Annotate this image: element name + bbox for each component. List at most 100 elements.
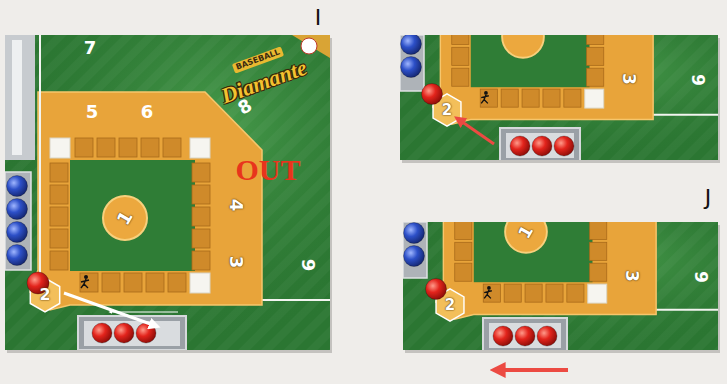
ball [537,326,557,346]
ball [401,57,422,78]
runner-icon [81,275,89,288]
base-path-tile [522,89,539,107]
ball [7,222,28,243]
side-rail-slot [12,40,22,155]
move-arrow [458,119,494,144]
infield [433,35,653,124]
runner-head [484,91,488,95]
zone-number: 5 [86,103,99,121]
board [433,35,718,126]
base-path-tile [192,185,210,204]
side-rail [5,35,35,160]
base-path-tile [124,273,142,292]
board-panel [403,222,718,350]
home-number: 2 [442,103,452,118]
base-path-tile [587,68,604,86]
zone-number: 1 [516,223,537,242]
base-path-tile [192,251,210,270]
zone-number: 3 [623,270,640,282]
field-ground [5,35,330,350]
base-path-tile [455,263,472,281]
base-path-tile [192,229,210,248]
field-line [652,222,718,310]
ball [7,245,28,266]
tray-arrow [110,312,178,313]
base-path-tile [50,229,68,248]
ball [426,279,447,300]
move-arrow [64,293,156,326]
base-path-tile [587,35,604,44]
runner-head [487,286,491,290]
base-square [50,138,70,158]
zone-number: 9 [692,271,709,283]
tray-frame [500,128,580,160]
base-path-tile [483,284,500,302]
corner-band [292,35,330,58]
base-path-tile [590,263,607,281]
base-path-tile [163,138,181,157]
base-path-tile [504,284,521,302]
pitcher-mound [505,222,547,253]
board-panel [5,35,330,350]
ball [92,323,112,343]
board-panel [400,35,718,160]
base-path-tile [97,138,115,157]
tray-inner [489,323,561,348]
zone-number: 9 [299,259,317,272]
base-path-tile [587,47,604,65]
ball [510,136,530,156]
ball [515,326,535,346]
tray-frame [78,316,186,350]
field-glow [5,35,330,350]
field-stripes [5,35,330,350]
ball [114,323,134,343]
zone-number: 7 [84,39,97,57]
ball [422,84,443,105]
side-gutter [5,172,31,270]
zone-number: 8 [235,96,255,118]
runner-head [84,275,88,279]
base-square [190,273,210,293]
move-arrow [496,368,568,372]
field-line [649,35,718,115]
base-path-tile [80,273,98,292]
ball [493,326,513,346]
base-path-tile [480,89,497,107]
field-line [258,195,330,300]
base-path-tile [192,207,210,226]
field-line [39,35,41,283]
infield [30,92,262,310]
runner-body [81,279,89,288]
base-square [190,138,210,158]
zone-number: 9 [689,74,706,86]
base-path-tile [590,222,607,239]
base-path-tile [50,163,68,182]
ball [7,176,28,197]
ball [554,136,574,156]
base-path-tile [525,284,542,302]
panel-letter: I [315,7,322,29]
pitcher-mound [502,35,544,58]
side-gutter [403,222,427,278]
inner-field [474,222,593,282]
base-path-tile [50,207,68,226]
panel-letter: J [705,187,712,209]
runner-body [484,290,492,299]
base-path-tile [452,47,469,65]
home-number: 2 [39,287,50,303]
runner-body [481,95,489,104]
pitcher-mound [103,196,147,240]
ball [7,199,28,220]
base-square [585,89,604,108]
runner-icon [481,91,489,103]
logo-ball [301,38,317,54]
zone-number: 6 [141,103,154,121]
ball [404,223,425,244]
tray-inner [84,321,180,346]
result-text: OUT [235,155,300,185]
base-path-tile [102,273,120,292]
base-path-tile [452,35,469,44]
base-path-tile [501,89,518,107]
